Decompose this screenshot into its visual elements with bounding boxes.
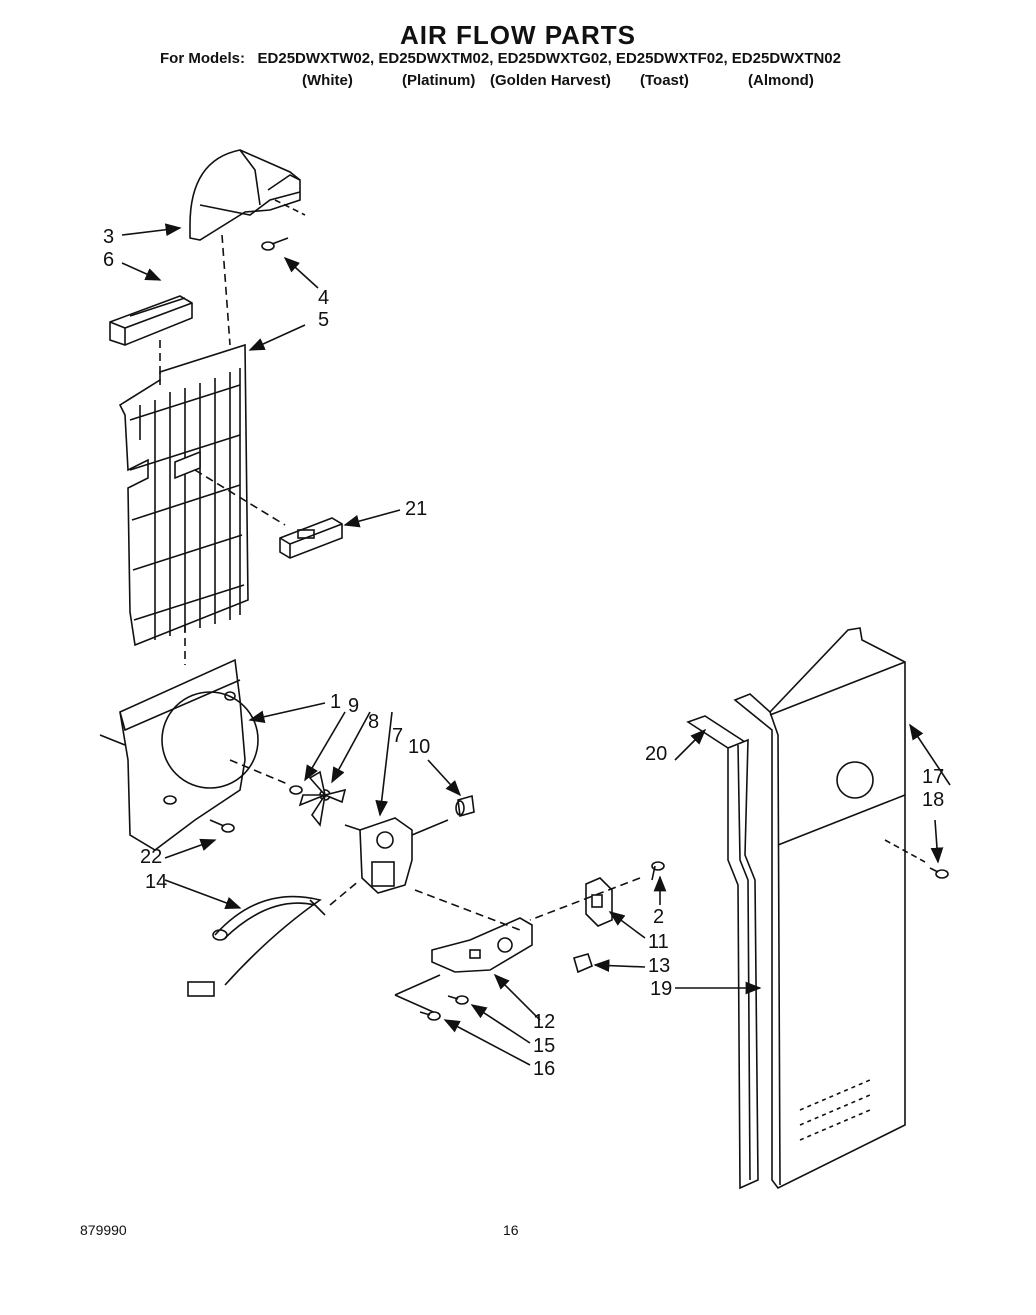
callout-14: 14 [145, 871, 167, 893]
rear-panel-part [733, 627, 906, 1190]
screw-part-2 [529, 861, 665, 921]
callout-12: 12 [533, 1011, 555, 1033]
finish-platinum: (Platinum) [402, 72, 476, 89]
callout-1: 1 [330, 691, 341, 713]
document-number: 879990 [80, 1222, 127, 1238]
wire-harness-part [187, 879, 361, 997]
gasket-strip-part [686, 715, 747, 749]
callout-11: 11 [648, 931, 669, 953]
callout-19: 19 [650, 978, 672, 1000]
switch-part [585, 877, 613, 927]
screw-part-15 [447, 995, 469, 1005]
callout-9: 9 [348, 695, 359, 717]
callout-3: 3 [103, 226, 114, 248]
finish-toast: (Toast) [640, 72, 689, 89]
callout-2: 2 [653, 906, 664, 928]
callout-5: 5 [318, 309, 329, 331]
fan-nut-part [289, 785, 303, 795]
callout-4: 4 [318, 287, 329, 309]
fan-blade-part [298, 770, 347, 827]
callout-6: 6 [103, 249, 114, 271]
finish-golden-harvest: (Golden Harvest) [490, 72, 611, 89]
fan-motor-part [344, 817, 449, 894]
finish-almond: (Almond) [748, 72, 814, 89]
callout-15: 15 [533, 1035, 555, 1057]
screw-part-22 [209, 819, 235, 833]
callout-22: 22 [140, 846, 162, 868]
callout-18: 18 [922, 789, 944, 811]
grille-part [109, 295, 193, 346]
model-list: For Models: ED25DWXTW02, ED25DWXTM02, ED… [160, 50, 841, 67]
callout-10: 10 [408, 736, 430, 758]
evaporator-cover-part [118, 234, 286, 665]
screw-part-4 [261, 237, 289, 251]
callout-8: 8 [368, 711, 379, 733]
channel-part [727, 738, 759, 1190]
motor-bracket-part [394, 889, 533, 1016]
air-duct-part [189, 149, 306, 241]
sensor-block-part [279, 517, 343, 559]
screw-part-16 [419, 1011, 441, 1021]
screw-part-18 [884, 839, 949, 879]
callout-21: 21 [405, 498, 427, 520]
page-title: AIR FLOW PARTS [400, 20, 636, 50]
fan-shroud-part [99, 658, 291, 851]
finish-white: (White) [302, 72, 353, 89]
callout-13: 13 [648, 955, 670, 977]
callout-20: 20 [645, 743, 667, 765]
callout-17: 17 [922, 766, 944, 788]
callout-16: 16 [533, 1058, 555, 1080]
clip-part [573, 953, 593, 974]
callout-7: 7 [392, 725, 403, 747]
for-models-label: For Models: [160, 50, 245, 67]
page-number: 16 [503, 1222, 519, 1238]
motor-grommet-part [455, 794, 475, 818]
model-numbers: ED25DWXTW02, ED25DWXTM02, ED25DWXTG02, E… [257, 50, 841, 67]
